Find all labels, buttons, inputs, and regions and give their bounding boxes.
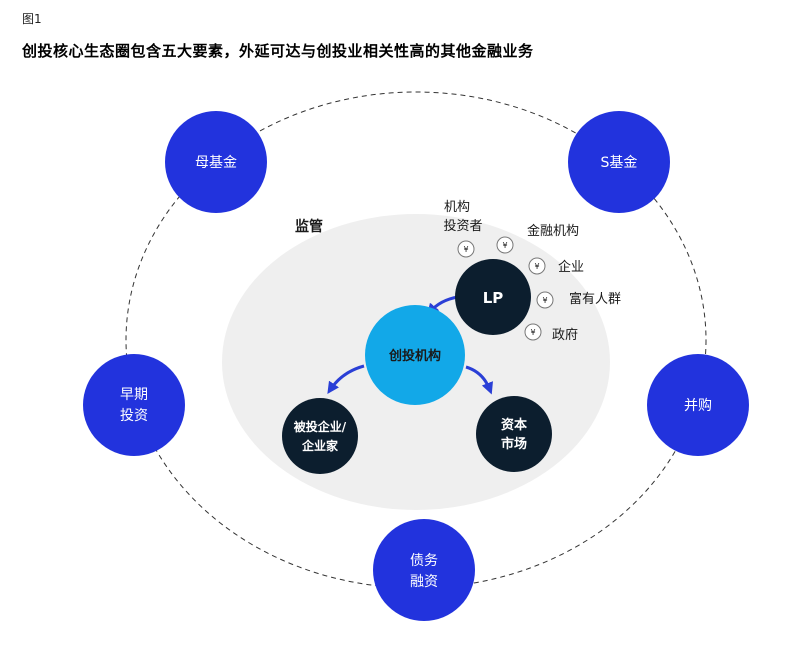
- svg-text:¥: ¥: [542, 296, 547, 305]
- node-capital-market-line1: 资本: [501, 417, 527, 433]
- node-invested-company-line1: 被投企业/: [294, 419, 347, 434]
- node-debt-financing-line1: 债务: [410, 553, 438, 569]
- lp-source-institutional-line2: 投资者: [443, 218, 482, 234]
- node-fund-of-funds-label: 母基金: [195, 154, 237, 171]
- regulation-label: 监管: [295, 218, 323, 235]
- lp-source-government: 政府: [552, 328, 578, 343]
- lp-source-enterprises: 企业: [558, 259, 584, 275]
- node-capital-market: 资本 市场: [476, 396, 552, 472]
- node-s-fund-label: S基金: [601, 154, 638, 171]
- node-s-fund: S基金: [568, 111, 670, 213]
- node-vc-institution: 创投机构: [365, 305, 465, 405]
- lp-source-institutional-line1: 机构: [444, 200, 470, 215]
- lp-source-financial-institutions: 金融机构: [527, 223, 579, 239]
- svg-text:¥: ¥: [463, 245, 468, 254]
- coin-icon: ¥: [496, 236, 514, 254]
- node-mergers: 并购: [647, 354, 749, 456]
- node-early-investment-line2: 投资: [120, 408, 148, 424]
- svg-text:¥: ¥: [534, 262, 539, 271]
- coin-icon: ¥: [528, 257, 546, 275]
- coin-icon: ¥: [524, 323, 542, 341]
- svg-text:¥: ¥: [530, 328, 535, 337]
- node-invested-company-line2: 企业家: [301, 438, 339, 453]
- node-debt-financing-line2: 融资: [410, 574, 438, 590]
- node-vc-institution-label: 创投机构: [388, 348, 441, 364]
- lp-source-wealthy: 富有人群: [569, 291, 621, 307]
- figure-label: 图1: [22, 12, 42, 26]
- node-early-investment-line1: 早期: [120, 387, 148, 403]
- node-invested-company: 被投企业/ 企业家: [282, 398, 358, 474]
- node-lp-label: LP: [483, 289, 504, 307]
- svg-text:¥: ¥: [502, 241, 507, 250]
- arrow-vc-to-capital-market: [465, 365, 493, 395]
- node-lp: LP: [455, 259, 531, 335]
- node-capital-market-line2: 市场: [501, 436, 527, 452]
- coin-icon: ¥: [457, 240, 475, 258]
- node-mergers-label: 并购: [684, 398, 712, 414]
- arrow-vc-to-company: [327, 364, 365, 394]
- figure-title: 创投核心生态圈包含五大要素，外延可达与创投业相关性高的其他金融业务: [22, 42, 534, 60]
- coin-icon: ¥: [536, 291, 554, 309]
- node-early-investment: 早期 投资: [83, 354, 185, 456]
- node-debt-financing: 债务 融资: [373, 519, 475, 621]
- node-fund-of-funds: 母基金: [165, 111, 267, 213]
